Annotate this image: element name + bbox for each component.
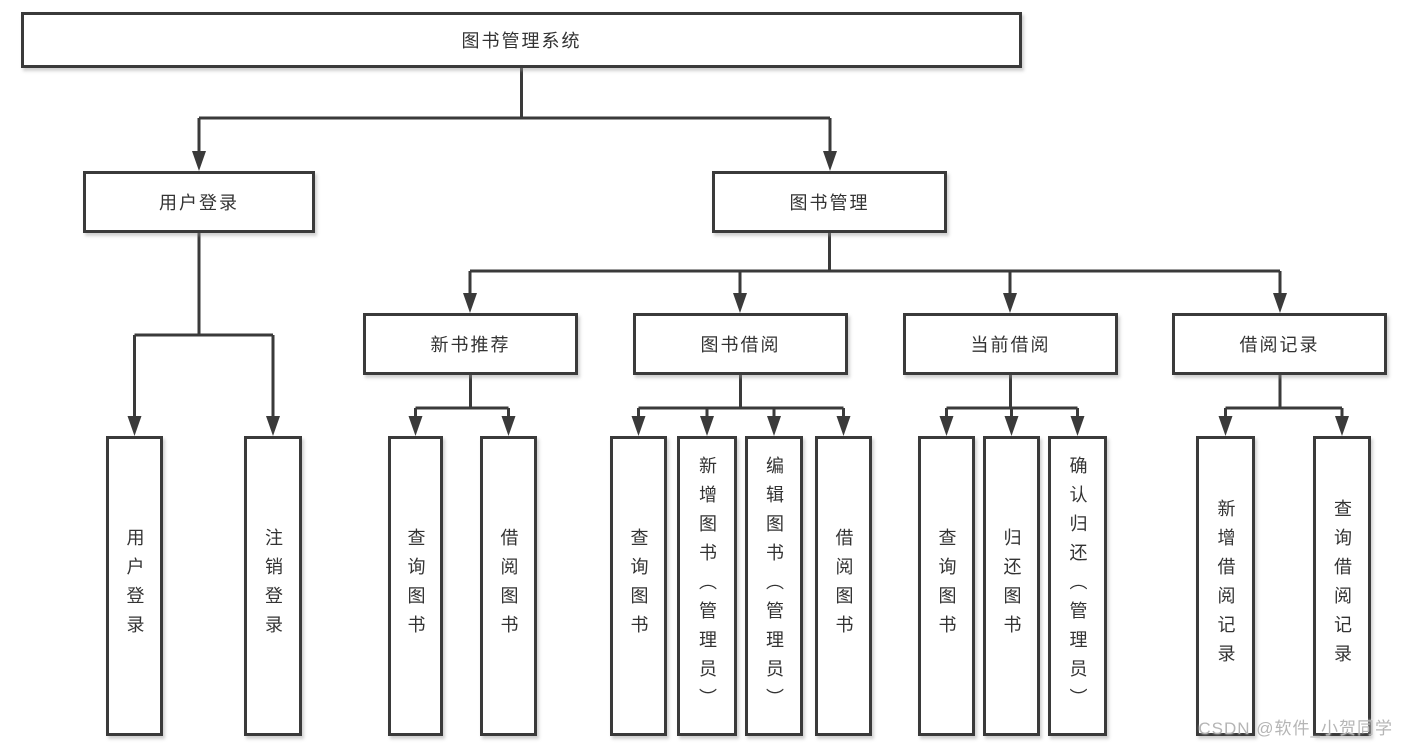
arrowhead-icon (408, 416, 423, 436)
arrowhead-icon (1218, 416, 1233, 436)
arrowhead-icon (266, 416, 280, 436)
node-root: 图书管理系统 (21, 12, 1022, 68)
node-leaf-query-book-3: 查询图书 (918, 436, 975, 736)
node-leaf-return-book: 归还图书 (983, 436, 1040, 736)
arrowhead-icon (733, 293, 747, 313)
arrowhead-icon (501, 416, 516, 436)
arrowhead-icon (823, 151, 837, 171)
node-leaf-edit-book: 编辑图书（管理员） (745, 436, 803, 736)
node-new-book-recommend: 新书推荐 (363, 313, 578, 375)
node-borrow-records: 借阅记录 (1172, 313, 1387, 375)
node-leaf-borrow-book-2: 借阅图书 (815, 436, 872, 736)
node-leaf-logout: 注销登录 (244, 436, 302, 736)
arrowhead-icon (463, 293, 477, 313)
node-leaf-borrow-book-1: 借阅图书 (480, 436, 537, 736)
arrowhead-icon (939, 416, 954, 436)
arrowhead-icon (127, 416, 142, 436)
arrowhead-icon (700, 416, 714, 436)
node-leaf-user-login: 用户登录 (106, 436, 163, 736)
node-book-borrow: 图书借阅 (633, 313, 848, 375)
node-leaf-query-record: 查询借阅记录 (1313, 436, 1371, 736)
node-leaf-query-book-1: 查询图书 (388, 436, 443, 736)
node-book-mgmt: 图书管理 (712, 171, 947, 233)
node-leaf-confirm-return: 确认归还（管理员） (1048, 436, 1107, 736)
node-current-borrow: 当前借阅 (903, 313, 1118, 375)
arrowhead-icon (1335, 416, 1349, 436)
arrowhead-icon (631, 416, 646, 436)
node-leaf-add-book: 新增图书（管理员） (677, 436, 737, 736)
node-leaf-add-record: 新增借阅记录 (1196, 436, 1255, 736)
node-user-login: 用户登录 (83, 171, 315, 233)
arrowhead-icon (1273, 293, 1287, 313)
arrowhead-icon (1070, 416, 1085, 436)
arrowhead-icon (192, 151, 206, 171)
arrowhead-icon (836, 416, 851, 436)
node-leaf-query-book-2: 查询图书 (610, 436, 667, 736)
arrowhead-icon (1004, 416, 1019, 436)
arrowhead-icon (1003, 293, 1017, 313)
arrowhead-icon (767, 416, 781, 436)
